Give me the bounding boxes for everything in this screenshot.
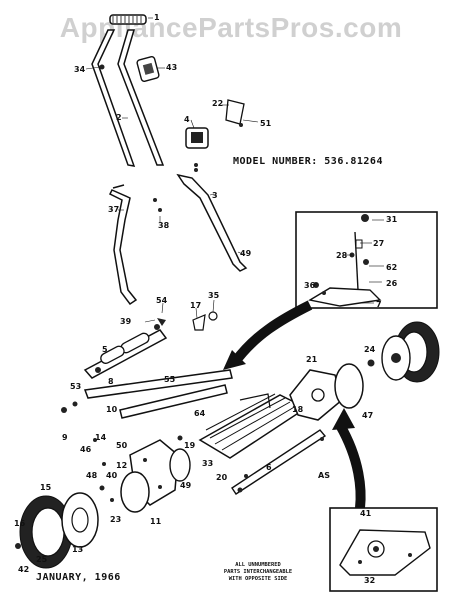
pinion-gear bbox=[169, 448, 191, 482]
part-number-label: 16 bbox=[14, 519, 26, 528]
part-number-label: 51 bbox=[260, 119, 272, 128]
pointer-arrow-inset bbox=[230, 300, 313, 366]
part-number-label: 1 bbox=[154, 13, 160, 22]
note-line: ALL UNNUMBERED bbox=[235, 562, 281, 568]
part-number-label: 18 bbox=[292, 405, 304, 414]
note-line: PARTS INTERCHANGEABLE bbox=[223, 569, 293, 575]
part-number-label: 37 bbox=[108, 205, 119, 214]
upper-handle bbox=[91, 29, 165, 167]
part-number-label: 5 bbox=[102, 345, 108, 354]
part-number-label: 50 bbox=[116, 441, 128, 450]
part-number-label: 11 bbox=[150, 517, 162, 526]
drive-wheel bbox=[120, 471, 150, 513]
part-number-label: 13 bbox=[72, 545, 83, 554]
part-number-label: 10 bbox=[106, 405, 118, 414]
handle-grip bbox=[109, 14, 147, 25]
reel-rollers bbox=[83, 324, 233, 419]
hardware-bits bbox=[61, 64, 324, 502]
part-number-label: 54 bbox=[156, 296, 168, 305]
part-number-label: 21 bbox=[306, 355, 318, 364]
leader-lines bbox=[85, 17, 384, 323]
part-number-label: 25 bbox=[36, 555, 48, 564]
lower-handle-left bbox=[108, 189, 138, 306]
part-number-label: 64 bbox=[194, 409, 206, 418]
part-number-label: 49 bbox=[240, 249, 252, 258]
part-number-label: 40 bbox=[106, 471, 118, 480]
part-number-label: 22 bbox=[212, 99, 223, 108]
part-number-label: 23 bbox=[110, 515, 121, 524]
part-number-label: 36 bbox=[304, 281, 316, 290]
wheel-right bbox=[367, 321, 440, 383]
inset-detail-top bbox=[295, 211, 438, 309]
handle-clip bbox=[225, 99, 245, 125]
part-number-label: 41 bbox=[360, 509, 372, 518]
part-number-label: 4 bbox=[184, 115, 190, 124]
part-number-label: 47 bbox=[362, 411, 373, 420]
part-number-label: 12 bbox=[116, 461, 127, 470]
part-number-label: 26 bbox=[386, 279, 398, 288]
interchangeable-note: ALL UNNUMBERED PARTS INTERCHANGEABLE WIT… bbox=[212, 562, 304, 583]
part-number-label: 15 bbox=[40, 483, 52, 492]
part-number-label: 2 bbox=[116, 113, 122, 122]
part-number-label: 49 bbox=[180, 481, 192, 490]
part-number-label: 62 bbox=[386, 263, 397, 272]
part-number-label: 9 bbox=[62, 433, 68, 442]
part-number-label: 34 bbox=[74, 65, 86, 74]
gear-plate bbox=[334, 363, 364, 409]
part-number-label: 6 bbox=[266, 463, 272, 472]
part-number-label: 53 bbox=[70, 382, 81, 391]
wheel-left bbox=[15, 492, 99, 569]
cutting-reel bbox=[198, 393, 308, 459]
part-number-label: 43 bbox=[166, 63, 177, 72]
handle-bracket bbox=[185, 127, 209, 149]
part-number-label: 24 bbox=[364, 345, 376, 354]
assembly-annotation: AS bbox=[318, 471, 330, 480]
part-number-label: 20 bbox=[216, 473, 228, 482]
part-number-label: 32 bbox=[364, 576, 375, 585]
part-number-label: 42 bbox=[18, 565, 29, 574]
part-number-label: 28 bbox=[336, 251, 348, 260]
part-number-label: 33 bbox=[202, 459, 213, 468]
part-number-label: 39 bbox=[120, 317, 132, 326]
lower-handle-right bbox=[176, 173, 248, 272]
part-number-label: 19 bbox=[184, 441, 196, 450]
model-number: MODEL NUMBER: 536.81264 bbox=[233, 156, 383, 167]
part-number-label: 48 bbox=[86, 471, 98, 480]
pointer-arrow-lower bbox=[335, 422, 366, 509]
note-line: WITH OPPOSITE SIDE bbox=[228, 576, 288, 582]
part-number-label: 38 bbox=[158, 221, 170, 230]
part-number-label: 55 bbox=[164, 375, 176, 384]
part-number-label: 35 bbox=[208, 291, 220, 300]
part-number-label: 8 bbox=[108, 377, 114, 386]
part-number-label: 17 bbox=[190, 301, 201, 310]
part-number-label: 7 bbox=[376, 300, 382, 309]
part-number-label: 3 bbox=[212, 191, 218, 200]
part-number-label: 46 bbox=[80, 445, 92, 454]
bedknife-bar bbox=[231, 429, 327, 495]
part-number-label: 31 bbox=[386, 215, 398, 224]
part-number-label: 27 bbox=[373, 239, 384, 248]
part-number-label: 14 bbox=[95, 433, 107, 442]
inset-detail-bottom bbox=[329, 507, 438, 592]
diagram-date: JANUARY, 1966 bbox=[36, 572, 121, 583]
